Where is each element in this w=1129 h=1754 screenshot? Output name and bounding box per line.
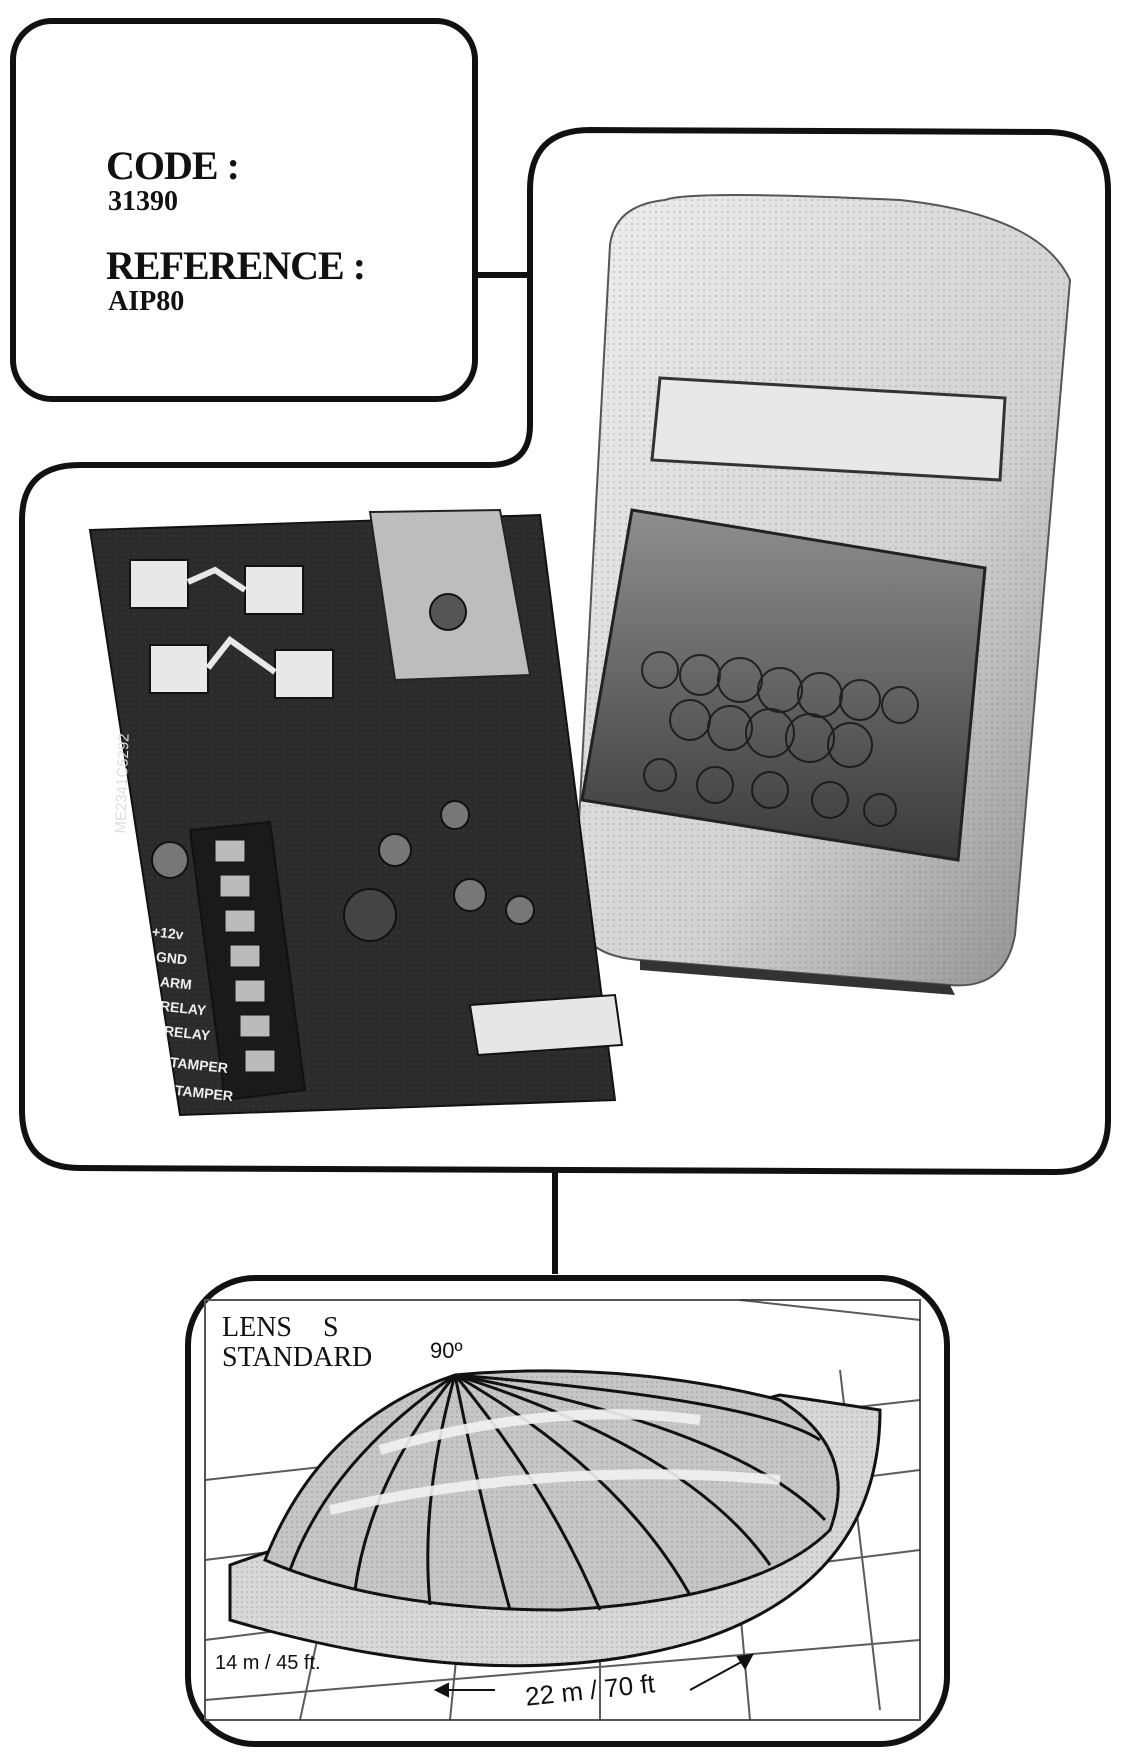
reference-label: REFERENCE : xyxy=(106,243,366,288)
code-value: 31390 xyxy=(108,186,178,217)
code-label: CODE : xyxy=(106,143,240,188)
connector-line xyxy=(478,272,530,278)
lens-subtitle: STANDARD xyxy=(222,1342,373,1373)
detection-angle: 90º xyxy=(430,1338,463,1363)
connector-line xyxy=(552,1172,558,1274)
reference-value: AIP80 xyxy=(108,286,185,317)
lens-title: LENS S xyxy=(222,1312,339,1343)
width-dimension: 14 m / 45 ft. xyxy=(215,1652,321,1674)
code-reference-box: CODE : 31390 REFERENCE : AIP80 xyxy=(10,18,478,402)
